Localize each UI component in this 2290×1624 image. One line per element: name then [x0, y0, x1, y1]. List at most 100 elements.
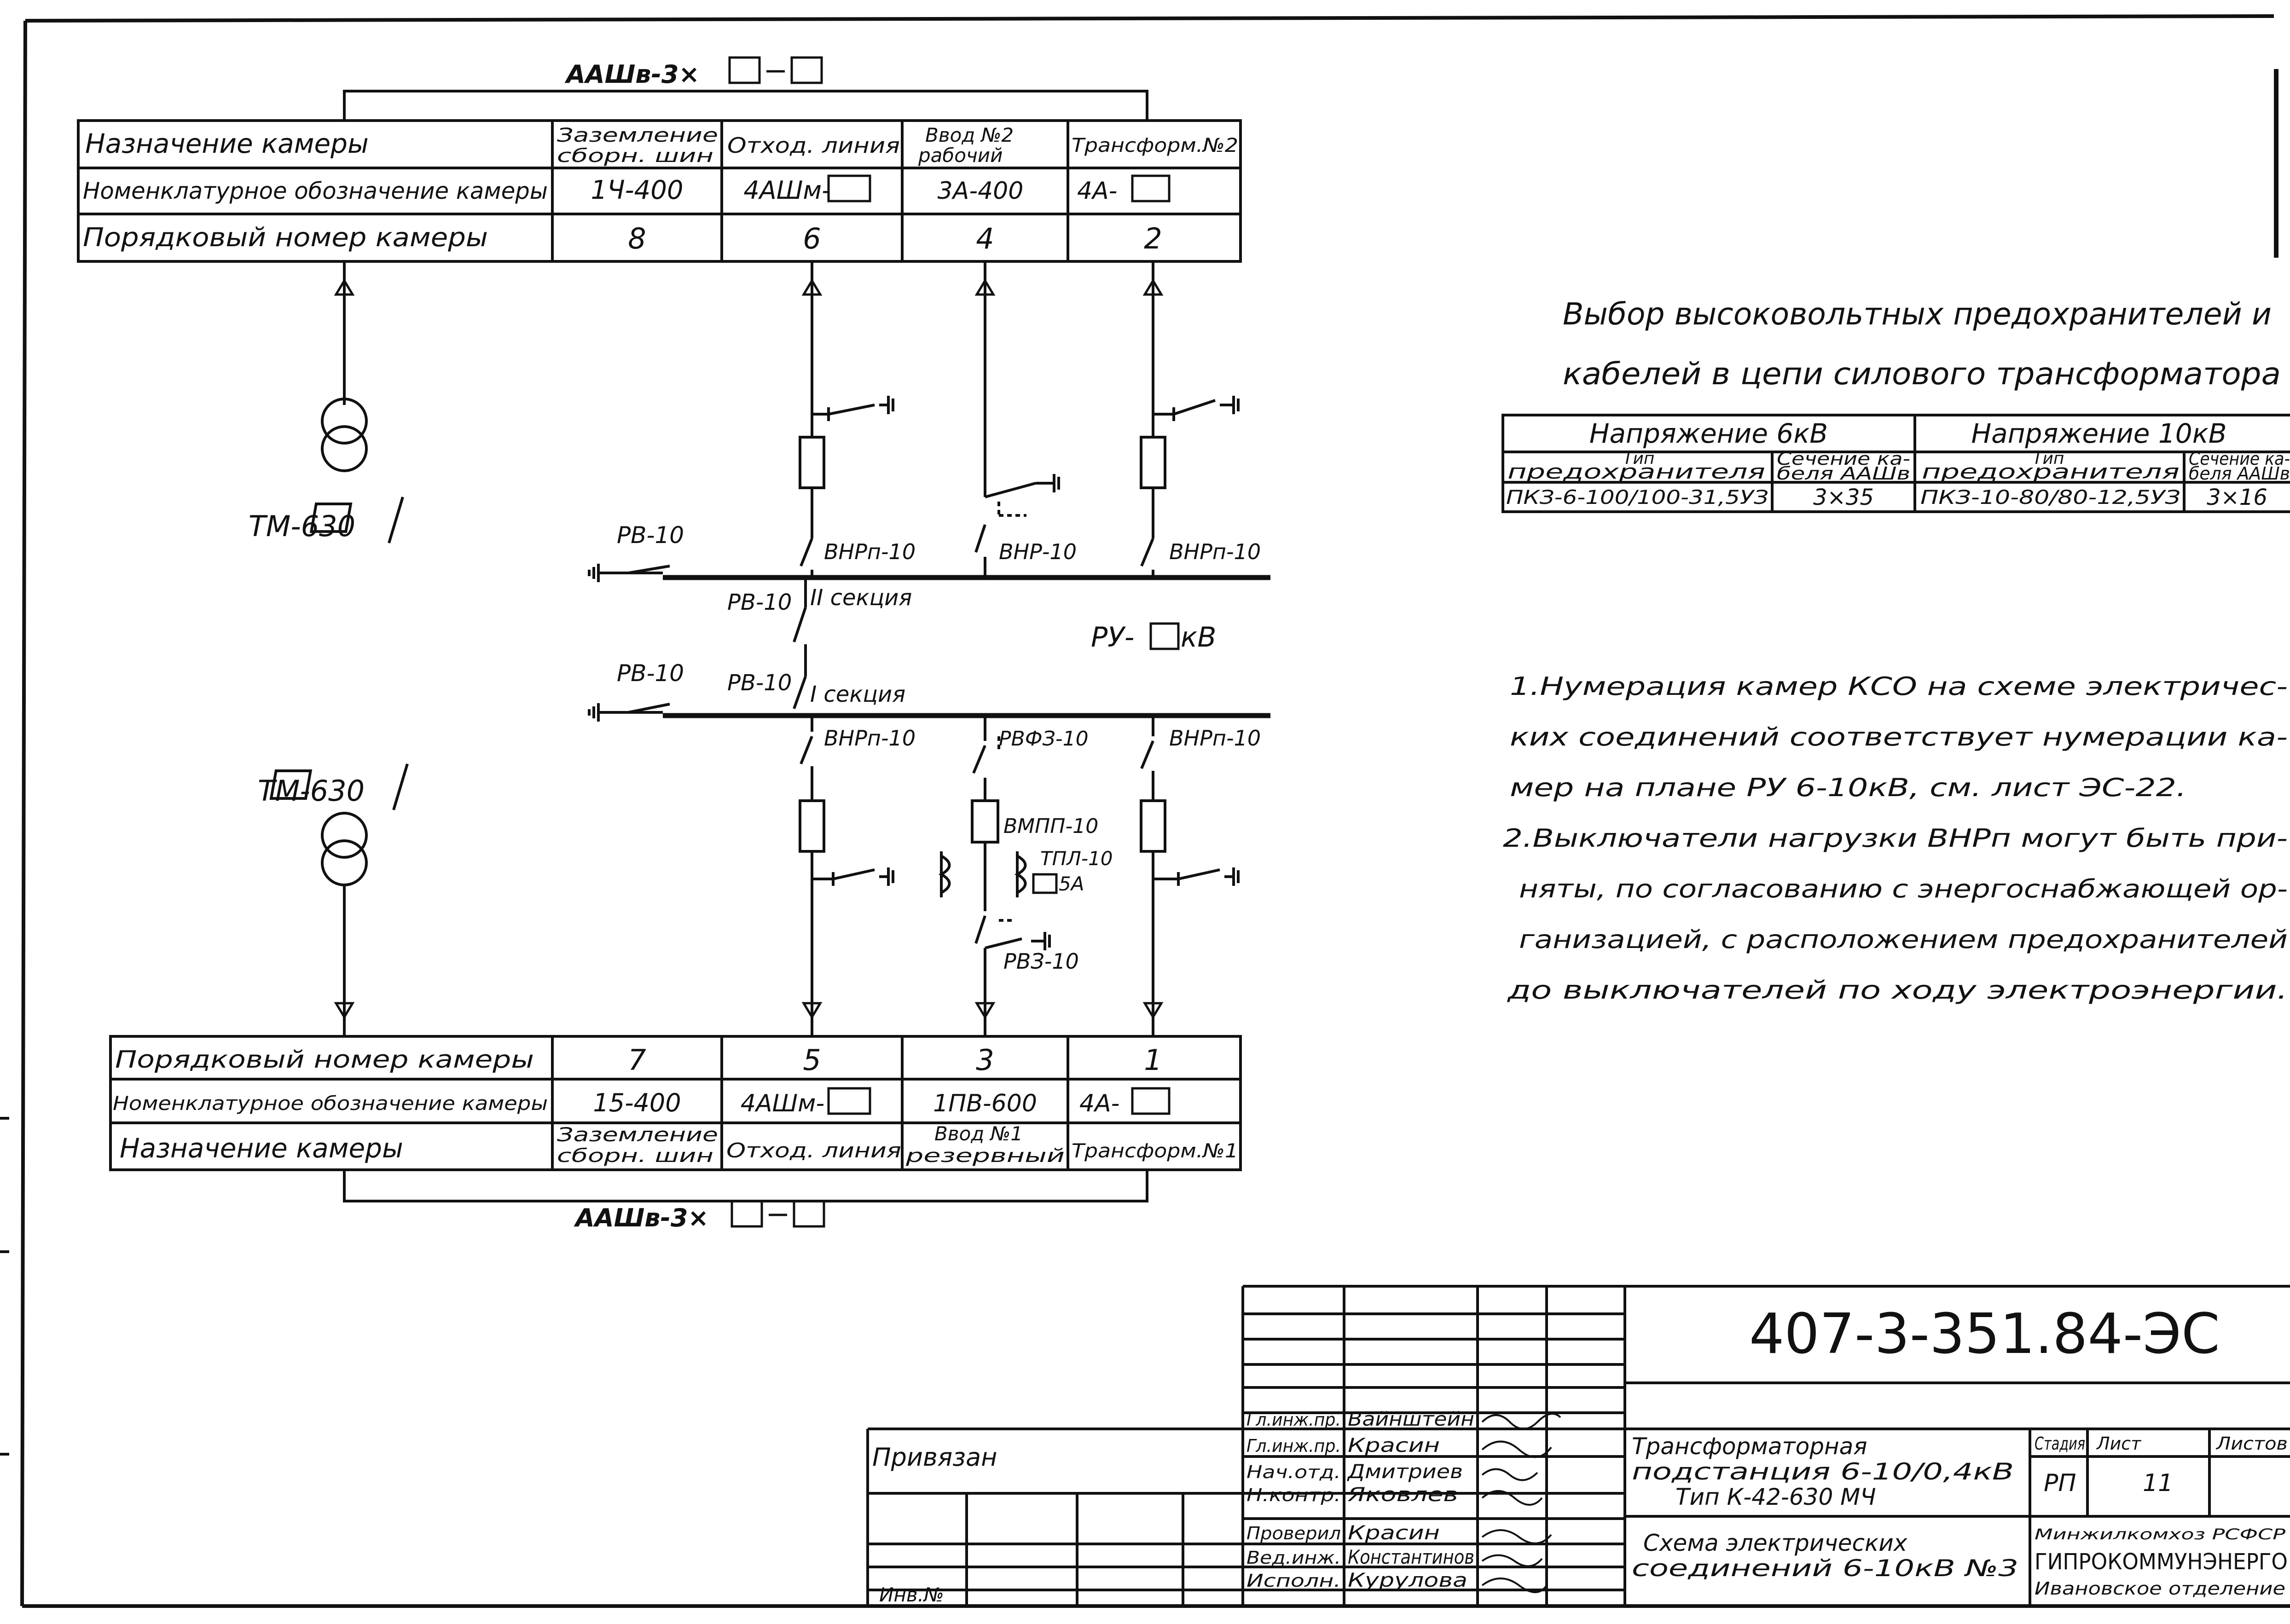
object-name: Трансформаторная [1632, 1433, 1867, 1460]
rv-tie-upper-label: РВ-10 [727, 589, 792, 615]
blank-box [1032, 873, 1058, 894]
signatures [1481, 1413, 1561, 1593]
fuse-group-6kv: Напряжение 6кВ [1589, 418, 1828, 449]
fuse-table [1502, 414, 2290, 513]
blank-box [1131, 174, 1171, 202]
name: Курулова [1348, 1569, 1467, 1591]
rv-tie-lower-label: РВ-10 [727, 670, 792, 696]
type-hdr-6kv-2: предохранителя [1507, 460, 1765, 484]
title-block [866, 1285, 2290, 1606]
cell1-number: 1 [1144, 1043, 1162, 1077]
stage-value: РП [2044, 1469, 2076, 1497]
cable-top: ААШв-3× [343, 56, 1148, 121]
tpl-label-2: 5А [1059, 873, 1084, 895]
row-label-number: Порядковый номер камеры [83, 223, 488, 253]
role: Исполн. [1246, 1571, 1341, 1591]
section-2-label: II секция [810, 585, 912, 611]
role: Гл.инж.пр. [1246, 1410, 1341, 1430]
top-cell-table [77, 119, 1242, 263]
section-1-label: I секция [810, 682, 905, 707]
bottom-cell-table-text: Порядковый номер камеры Номенклатурное о… [113, 1043, 1238, 1167]
org-line: Минжилкомхоз РСФСР [2035, 1526, 2286, 1543]
cable-bottom-label: ААШв-3× [574, 1203, 709, 1232]
note-line: 1.Нумерация камер КСО на схеме электриче… [1510, 672, 2288, 701]
cable-top-label: ААШв-3× [564, 60, 700, 89]
fuse-table-text: Напряжение 6кВ Напряжение 10кВ Тип предо… [1506, 418, 2290, 510]
cell3-purpose-2: резервный [905, 1145, 1065, 1167]
cell5-purpose: Отход. линия [726, 1139, 901, 1162]
role: Нач.отд. [1246, 1462, 1341, 1482]
cell7-code: 15-400 [593, 1088, 681, 1117]
row-label-purpose-bottom: Назначение камеры [120, 1133, 403, 1164]
name: Красин [1348, 1434, 1440, 1456]
list-header: Лист [2096, 1433, 2142, 1454]
blank-box [1131, 1087, 1171, 1115]
org-line-2: ГИПРОКОММУНЭНЕРГО [2035, 1549, 2288, 1575]
cell2-purpose: Трансформ.№2 [1072, 134, 1238, 156]
ru-unit: кВ [1181, 621, 1216, 653]
name: Красин [1348, 1521, 1440, 1544]
single-line-diagram-labels: ТМ-630 ТМ-630 РВ-10 РВ-10 РВ-10 РВ-10 II… [249, 497, 1261, 974]
name: Яковлев [1347, 1483, 1458, 1506]
vnr-cell6-label: ВНРп-10 [824, 539, 916, 564]
vnr-cell4-label: ВНР-10 [999, 539, 1077, 564]
cable-6kv: 3×35 [1813, 485, 1874, 510]
rv-top-left-label: РВ-10 [617, 522, 684, 549]
row-label-code: Номенклатурное обозначение камеры [83, 178, 548, 204]
section-hdr-10kv-2: беля ААШв [2189, 463, 2290, 484]
blank-box [827, 174, 871, 202]
single-line-diagram [321, 261, 1270, 1036]
cell1-purpose: Трансформ.№1 [1072, 1139, 1238, 1162]
cell8-purpose-2: сборн. шин [557, 145, 713, 167]
cell4-purpose-2: рабочий [918, 144, 1003, 167]
transformer-top-label: ТМ-630 [249, 509, 355, 543]
blank-box [827, 1087, 871, 1115]
lists-header: Листов [2215, 1433, 2288, 1454]
note-line: до выключателей по ходу электроэнергии. [1507, 976, 2288, 1005]
inv-label: Инв.№ [879, 1584, 944, 1606]
notes: 1.Нумерация камер КСО на схеме электриче… [1503, 672, 2288, 1005]
cell6-purpose: Отход. линия [727, 133, 900, 158]
rv-bottom-left-label: РВ-10 [617, 660, 684, 687]
cell4-purpose: Ввод №2 [925, 124, 1014, 146]
sheet-frame [0, 14, 2290, 1608]
note-line: мер на плане РУ 6-10кВ, см. лист ЭС-22. [1510, 773, 2186, 802]
role: Проверил [1246, 1523, 1341, 1543]
fuse-6kv: ПКЗ-6-100/100-31,5УЗ [1506, 486, 1768, 509]
row-label-number-bottom: Порядковый номер камеры [115, 1046, 534, 1074]
list-value: 11 [2143, 1469, 2173, 1497]
privyazan-label: Привязан [872, 1443, 997, 1472]
section-hdr-6kv: Сечение ка- [1777, 449, 1910, 469]
fuse-10kv: ПКЗ-10-80/80-12,5УЗ [1920, 486, 2180, 509]
note-line: ганизацией, с расположением предохраните… [1519, 925, 2288, 954]
vnr-cell5-label: ВНРп-10 [824, 726, 916, 751]
role: Вед.инж. [1246, 1548, 1341, 1568]
note-line: 2.Выключатели нагрузки ВНРп могут быть п… [1503, 824, 2288, 853]
blank-box [269, 769, 313, 800]
fuse-group-10kv: Напряжение 10кВ [1971, 418, 2226, 449]
name: Вайнштейн [1348, 1408, 1474, 1430]
cell3-number: 3 [976, 1043, 994, 1077]
row-label-code-bottom: Номенклатурное обозначение камеры [113, 1092, 548, 1115]
fuse-title-line-1: Выбор высоковольтных предохранителей и [1563, 296, 2272, 332]
stage-header: Стадия [2035, 1433, 2085, 1454]
note-line: няты, по согласованию с энергоснабжающей… [1519, 874, 2288, 903]
blank-box [730, 1200, 763, 1228]
role: Гл.инж.пр. [1246, 1436, 1341, 1456]
title-block-text: 407-3-351.84-ЭС Привязан Инв.№ Гл.инж.пр… [872, 1302, 2288, 1606]
cable-bottom: ААШв-3× [343, 1170, 1148, 1232]
document-code: 407-3-351.84-ЭС [1749, 1302, 2220, 1366]
top-cell-table-text: Назначение камеры Номенклатурное обознач… [83, 124, 1238, 255]
cell4-number: 4 [976, 222, 994, 255]
blank-box [309, 503, 353, 533]
fuse-title-line-2: кабелей в цепи силового трансформатора [1563, 356, 2281, 392]
org-line-3: Ивановское отделение [2035, 1578, 2285, 1599]
name: Дмитриев [1347, 1460, 1463, 1483]
vnr-cell1-label: ВНРп-10 [1169, 726, 1261, 751]
cell7-purpose: Заземление [557, 1123, 718, 1146]
name: Константинов [1348, 1546, 1474, 1568]
blank-box [728, 56, 761, 84]
object-name-3: Тип К-42-630 МЧ [1675, 1484, 1876, 1510]
